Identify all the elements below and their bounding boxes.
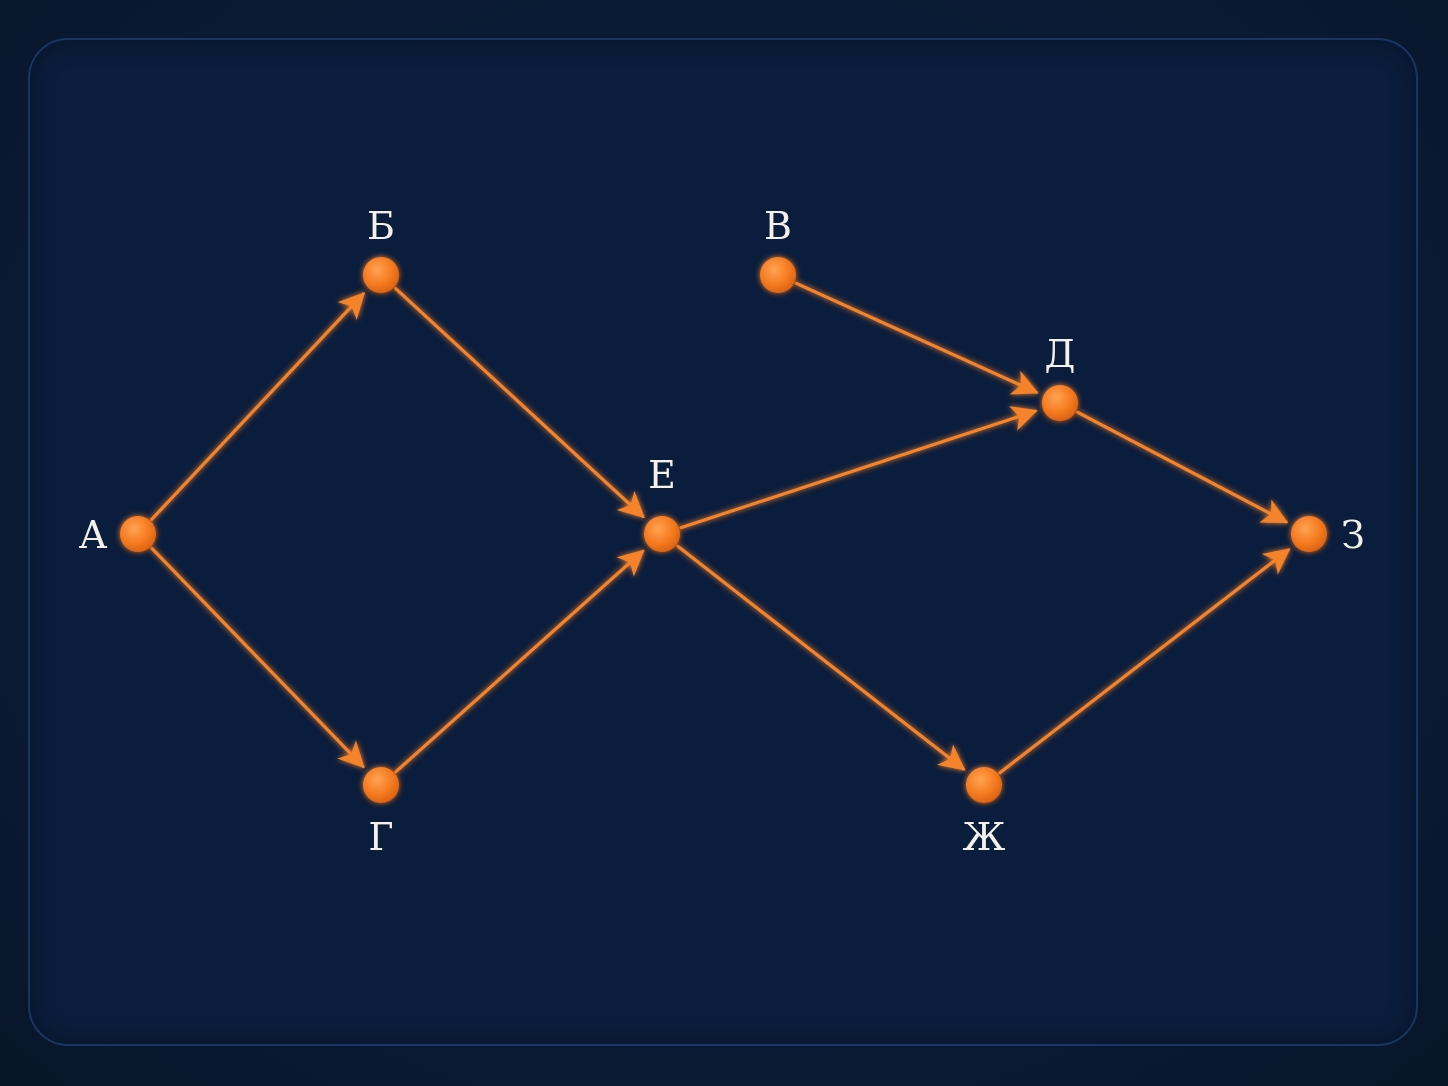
edge-d-z xyxy=(1076,410,1289,524)
node-d xyxy=(1042,385,1078,421)
node-label-g: Г xyxy=(368,815,393,859)
edge-e-zh xyxy=(676,544,966,771)
labels-layer: А Б В Г Д Е Ж З xyxy=(79,204,1365,859)
node-zh xyxy=(966,767,1002,803)
node-label-b: Б xyxy=(367,204,395,248)
edge-zh-z xyxy=(998,548,1291,775)
edge-g-e xyxy=(394,549,645,774)
diagram-panel xyxy=(28,38,1418,1046)
edge-e-d xyxy=(679,406,1038,530)
node-e xyxy=(644,516,680,552)
edge-b-e xyxy=(394,287,645,519)
node-label-e: Е xyxy=(648,453,676,497)
node-g xyxy=(363,767,399,803)
node-label-v: В xyxy=(764,204,792,248)
node-label-d: Д xyxy=(1045,332,1076,376)
edge-a-g xyxy=(150,546,365,769)
nodes-layer xyxy=(120,257,1327,803)
node-label-z: З xyxy=(1341,513,1365,557)
node-b xyxy=(363,257,399,293)
node-z xyxy=(1291,516,1327,552)
edge-v-d xyxy=(794,281,1039,395)
node-a xyxy=(120,516,156,552)
node-v xyxy=(760,257,796,293)
node-label-a: А xyxy=(79,513,108,557)
edges-layer xyxy=(150,262,1291,798)
edge-a-b xyxy=(150,292,365,522)
node-label-zh: Ж xyxy=(963,815,1006,859)
